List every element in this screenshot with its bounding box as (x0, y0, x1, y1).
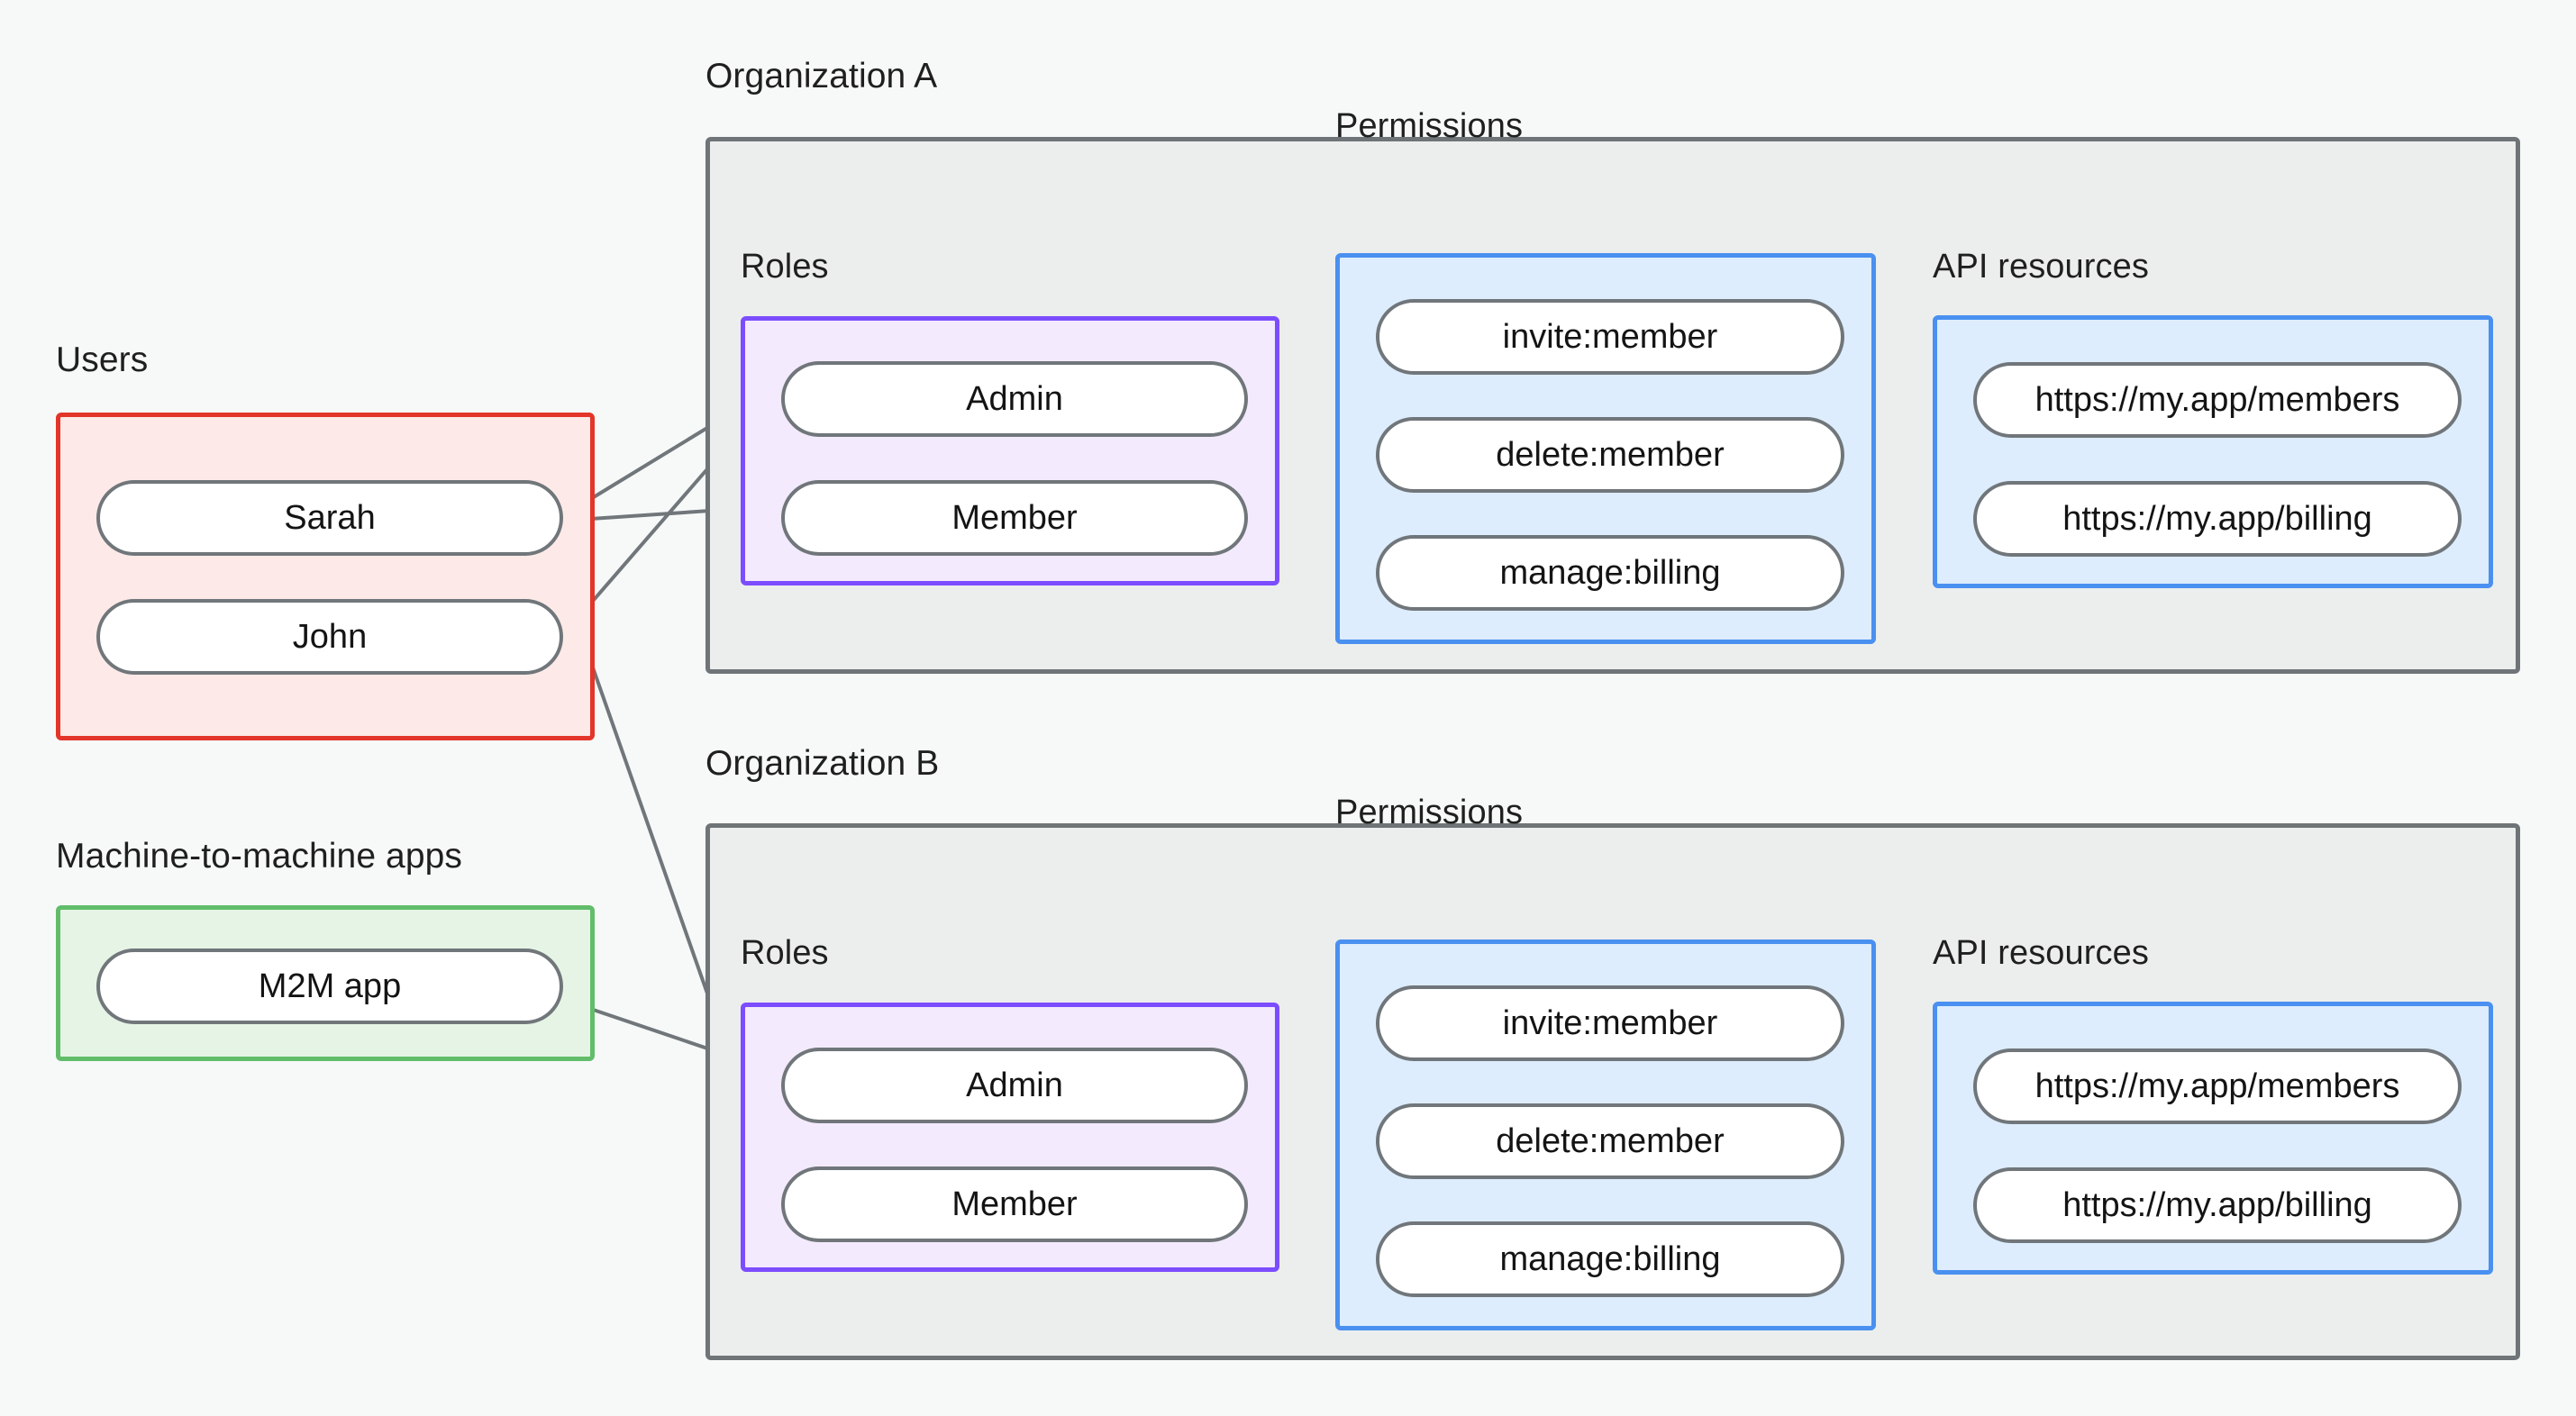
orgA-roles-box: Admin Member (741, 316, 1279, 585)
users-group-box: Sarah John (56, 413, 595, 740)
m2m-group-box: M2M app (56, 905, 595, 1061)
orgB-permissions-box: invite:member delete:member manage:billi… (1335, 939, 1876, 1330)
organization-b-label: Organization B (705, 744, 940, 783)
organization-a-label: Organization A (705, 57, 938, 95)
orgB-api-pill-billing[interactable]: https://my.app/billing (1973, 1167, 2462, 1243)
orgB-roles-label: Roles (741, 934, 829, 972)
m2m-group-label: Machine-to-machine apps (56, 837, 463, 876)
organization-b-box: Roles Admin Member Permissions invite:me… (705, 795, 2520, 1360)
orgA-api-pill-billing[interactable]: https://my.app/billing (1973, 481, 2462, 557)
users-group-label: Users (56, 340, 149, 379)
orgA-role-pill-admin[interactable]: Admin (781, 361, 1248, 437)
orgA-api-resources-label: API resources (1933, 248, 2149, 286)
orgA-permission-pill-delete-member[interactable]: delete:member (1376, 417, 1844, 493)
user-pill-sarah[interactable]: Sarah (96, 480, 563, 556)
orgA-permissions-box: invite:member delete:member manage:billi… (1335, 253, 1876, 644)
orgA-permission-pill-invite-member[interactable]: invite:member (1376, 299, 1844, 375)
orgB-permissions-label: Permissions (1335, 794, 1524, 831)
orgA-permissions-label: Permissions (1335, 107, 1524, 145)
user-pill-john[interactable]: John (96, 599, 563, 675)
orgB-permission-pill-invite-member[interactable]: invite:member (1376, 985, 1844, 1061)
m2m-pill-app[interactable]: M2M app (96, 949, 563, 1024)
orgB-api-pill-members[interactable]: https://my.app/members (1973, 1048, 2462, 1124)
orgA-roles-label: Roles (741, 248, 829, 286)
orgA-api-pill-members[interactable]: https://my.app/members (1973, 362, 2462, 438)
orgB-api-resources-label: API resources (1933, 934, 2149, 972)
orgA-role-pill-member[interactable]: Member (781, 480, 1248, 556)
organization-a-box: Roles Admin Member Permissions invite:me… (705, 109, 2520, 674)
orgB-role-pill-admin[interactable]: Admin (781, 1048, 1248, 1123)
orgB-permission-pill-delete-member[interactable]: delete:member (1376, 1103, 1844, 1179)
orgB-roles-box: Admin Member (741, 1003, 1279, 1272)
orgB-api-resources-box: https://my.app/members https://my.app/bi… (1933, 1002, 2493, 1275)
orgA-permission-pill-manage-billing[interactable]: manage:billing (1376, 535, 1844, 611)
orgB-permission-pill-manage-billing[interactable]: manage:billing (1376, 1221, 1844, 1297)
orgA-api-resources-box: https://my.app/members https://my.app/bi… (1933, 315, 2493, 588)
orgB-role-pill-member[interactable]: Member (781, 1166, 1248, 1242)
